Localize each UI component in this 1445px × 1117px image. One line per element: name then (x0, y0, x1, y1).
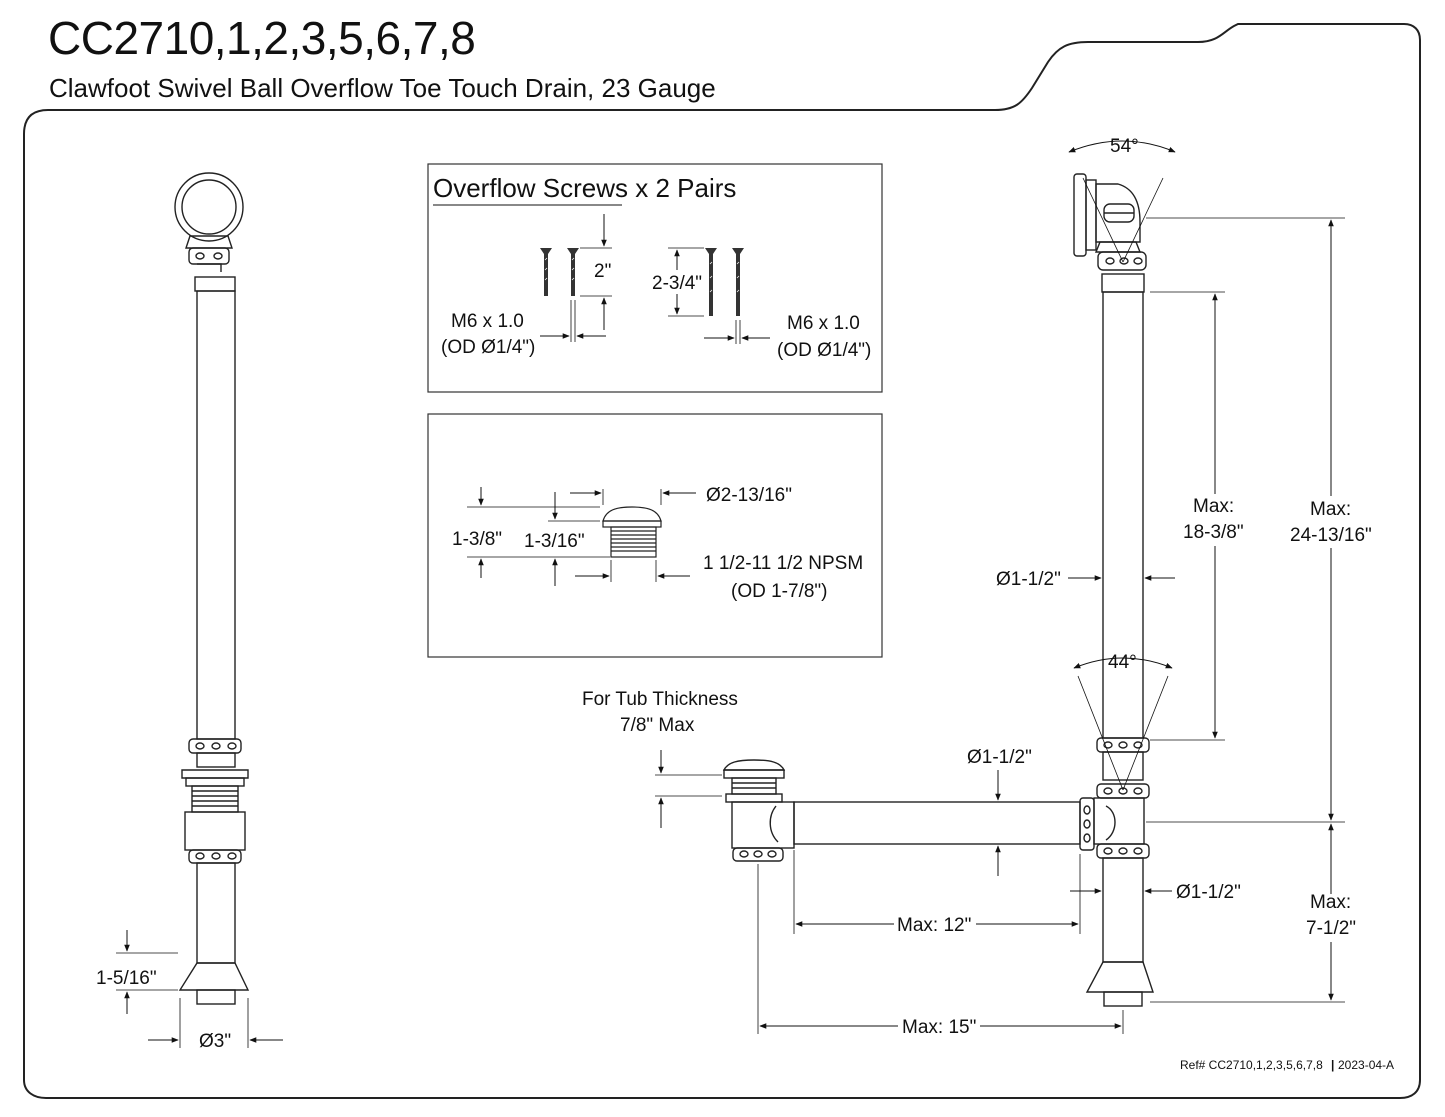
thread-height: 1-3/16" (524, 531, 585, 552)
tub-thickness-line1: For Tub Thickness (582, 689, 738, 710)
front-view-drain (174, 172, 250, 1005)
vertical-pipe-diameter: Ø1-1/2" (996, 569, 1061, 590)
lower-pipe-diameter: Ø1-1/2" (1176, 882, 1241, 903)
footer-separator: | (1331, 1058, 1334, 1072)
base-height: 1-5/16" (96, 968, 157, 989)
right-thread-spec: M6 x 1.0 (787, 313, 860, 334)
max-length-15: Max: 15" (902, 1017, 976, 1038)
short-screw-length: 2" (594, 261, 611, 282)
max-length-7: 7-1/2" (1306, 918, 1356, 939)
footer-date-code: 2023-04-A (1338, 1058, 1394, 1072)
overflow-angle: 54° (1110, 136, 1139, 157)
side-view-drain (722, 173, 1154, 1007)
max-length-12: Max: 12" (897, 915, 971, 936)
max-length-18: 18-3/8" (1183, 522, 1244, 543)
drain-stopper-drawing (602, 506, 662, 558)
base-diameter: Ø3" (199, 1031, 231, 1052)
swivel-angle: 44° (1108, 652, 1137, 673)
thread-spec: 1 1/2-11 1/2 NPSM (703, 553, 863, 574)
sheet-frame (23, 23, 1421, 1099)
drain-panel (427, 413, 883, 658)
horizontal-pipe-diameter: Ø1-1/2" (967, 747, 1032, 768)
short-screw-pair (540, 248, 579, 296)
product-description: Clawfoot Swivel Ball Overflow Toe Touch … (49, 73, 716, 103)
thread-od: (OD 1-7/8") (731, 581, 827, 602)
cap-diameter: Ø2-13/16" (706, 485, 792, 506)
max-label-18: Max: (1193, 496, 1234, 517)
right-thread-od: (OD Ø1/4") (777, 340, 871, 361)
left-thread-od: (OD Ø1/4") (441, 337, 535, 358)
overall-height: 1-3/8" (452, 529, 502, 550)
model-title: CC2710,1,2,3,5,6,7,8 (48, 12, 476, 64)
long-screw-length: 2-3/4" (652, 273, 702, 294)
tub-thickness-line2: 7/8" Max (620, 715, 695, 736)
left-thread-spec: M6 x 1.0 (451, 311, 524, 332)
screws-panel-title: Overflow Screws x 2 Pairs (433, 173, 736, 203)
max-label-7: Max: (1310, 892, 1351, 913)
max-label-24: Max: (1310, 499, 1351, 520)
max-length-24: 24-13/16" (1290, 525, 1372, 546)
footer-ref: Ref# CC2710,1,2,3,5,6,7,8 (1180, 1058, 1323, 1072)
screws-panel (427, 163, 883, 393)
long-screw-pair (705, 248, 744, 316)
